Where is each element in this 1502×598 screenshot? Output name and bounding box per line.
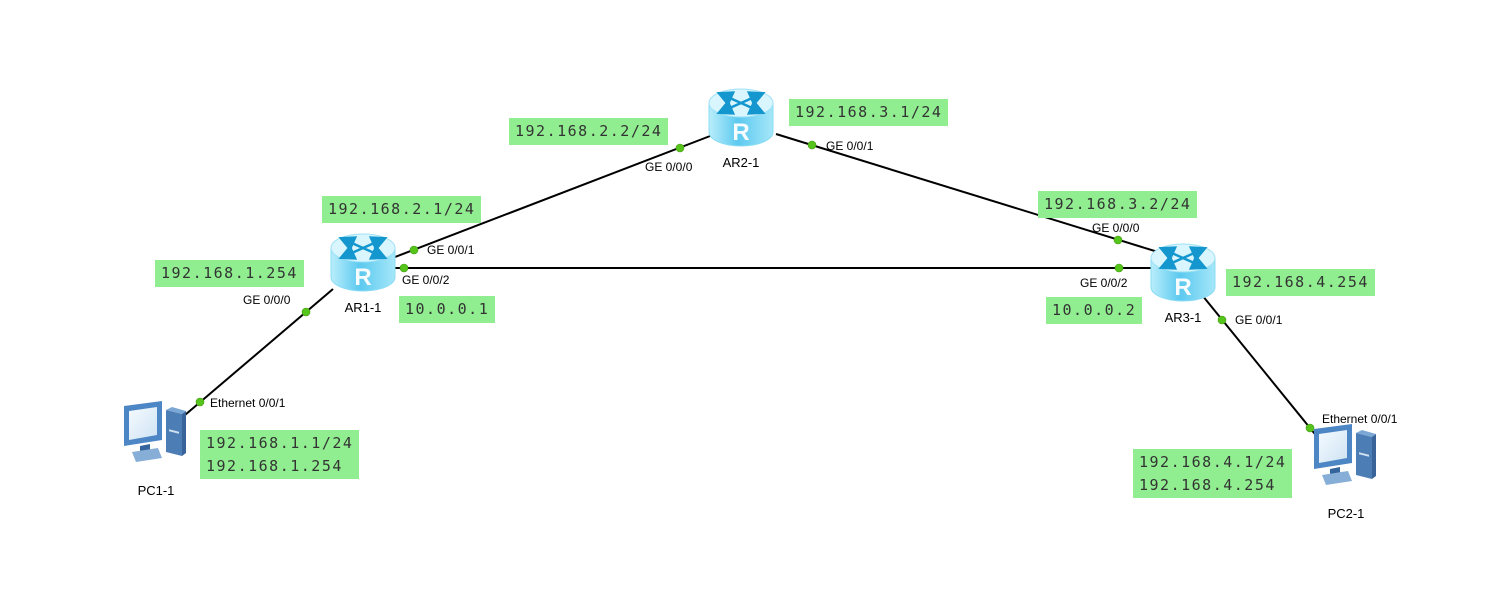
ip-annotation[interactable]: 10.0.0.1 — [399, 296, 496, 323]
ip-annotation[interactable]: 192.168.3.2/24 — [1038, 191, 1198, 218]
pc-icon[interactable] — [1306, 423, 1386, 503]
pc-icon[interactable] — [116, 400, 196, 480]
device-ar1[interactable]: AR1-1 — [327, 231, 399, 315]
port-label-ar1-ge002: GE 0/0/2 — [402, 273, 450, 287]
port-status-dot — [1114, 263, 1124, 273]
ip-annotation[interactable]: 192.168.2.2/24 — [509, 118, 669, 145]
port-status-dot — [675, 143, 685, 153]
device-label: PC1-1 — [137, 483, 175, 498]
ip-annotation[interactable]: 192.168.1.254 — [155, 260, 304, 287]
link-ar1-ar2[interactable] — [381, 132, 719, 263]
port-status-dot — [1217, 315, 1227, 325]
port-label-ar2-ge001: GE 0/0/1 — [826, 139, 874, 153]
device-pc1[interactable]: PC1-1 — [116, 400, 196, 498]
port-label-pc1-eth001: Ethernet 0/0/1 — [210, 396, 286, 410]
ip-annotation[interactable]: 192.168.4.1/24 192.168.4.254 — [1133, 449, 1293, 498]
link-ar2-ar3[interactable] — [775, 133, 1159, 253]
device-label: AR3-1 — [1164, 310, 1202, 325]
port-status-dot — [301, 307, 311, 317]
router-icon[interactable] — [1147, 241, 1219, 307]
device-label: PC2-1 — [1327, 506, 1365, 521]
port-status-dot — [807, 140, 817, 150]
ip-annotation[interactable]: 192.168.4.254 — [1226, 269, 1375, 296]
ip-annotation[interactable]: 192.168.1.1/24 192.168.1.254 — [200, 430, 360, 479]
device-ar3[interactable]: AR3-1 — [1147, 241, 1219, 325]
port-label-ar2-ge000: GE 0/0/0 — [645, 160, 693, 174]
device-pc2[interactable]: PC2-1 — [1306, 423, 1386, 521]
port-label-ar3-ge002: GE 0/0/2 — [1080, 276, 1128, 290]
port-status-dot — [1113, 235, 1123, 245]
device-label: AR1-1 — [344, 300, 382, 315]
port-label-pc2-eth001: Ethernet 0/0/1 — [1322, 412, 1398, 426]
ip-annotation[interactable]: 192.168.3.1/24 — [789, 99, 949, 126]
router-icon[interactable] — [705, 86, 777, 152]
port-status-dot — [195, 397, 205, 407]
device-ar2[interactable]: AR2-1 — [705, 86, 777, 170]
ip-annotation[interactable]: 192.168.2.1/24 — [322, 196, 482, 223]
port-status-dot — [1305, 423, 1315, 433]
port-status-dot — [409, 245, 419, 255]
router-icon[interactable] — [327, 231, 399, 297]
port-label-ar3-ge001: GE 0/0/1 — [1235, 313, 1283, 327]
port-label-ar1-ge000: GE 0/0/0 — [243, 293, 291, 307]
port-label-ar1-ge001: GE 0/0/1 — [427, 243, 475, 257]
port-status-dot — [399, 263, 409, 273]
port-label-ar3-ge000: GE 0/0/0 — [1092, 221, 1140, 235]
ip-annotation[interactable]: 10.0.0.2 — [1046, 297, 1143, 324]
device-label: AR2-1 — [722, 155, 760, 170]
